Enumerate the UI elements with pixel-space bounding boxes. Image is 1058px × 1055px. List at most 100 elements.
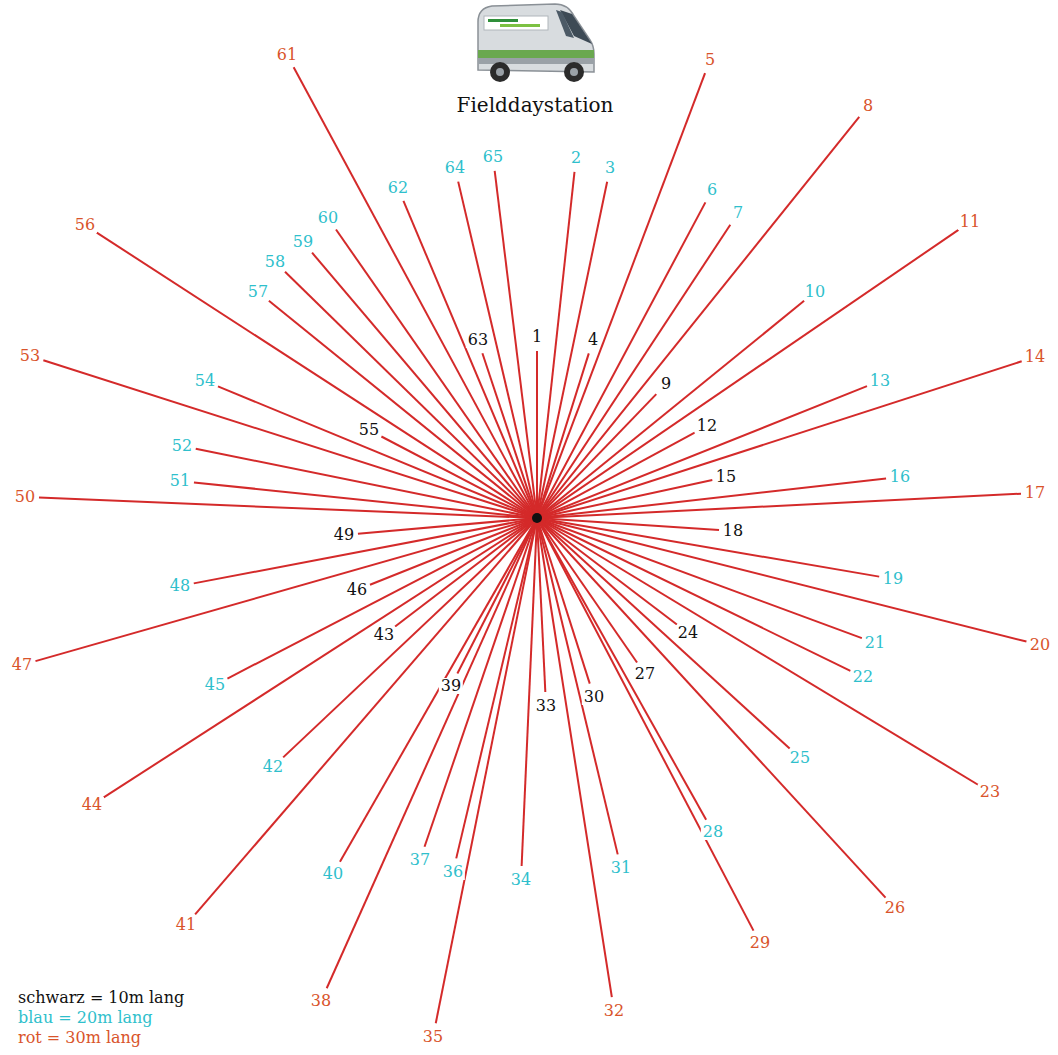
radial-number: 59 bbox=[291, 234, 315, 250]
radial-wire bbox=[537, 230, 958, 518]
radial-number: 56 bbox=[73, 217, 97, 233]
radial-number: 47 bbox=[10, 657, 34, 673]
radial-number: 12 bbox=[695, 418, 719, 434]
radial-number: 55 bbox=[357, 422, 381, 438]
radial-number: 19 bbox=[881, 571, 905, 587]
radial-wire bbox=[285, 272, 537, 518]
radial-number: 57 bbox=[246, 284, 270, 300]
radial-wire bbox=[536, 351, 538, 518]
radial-wire bbox=[537, 202, 705, 518]
radial-wire bbox=[537, 518, 850, 671]
van-icon bbox=[478, 4, 594, 82]
radial-wire bbox=[537, 518, 612, 997]
radial-number: 34 bbox=[509, 872, 533, 888]
radial-number: 33 bbox=[534, 698, 558, 714]
radial-wire bbox=[39, 498, 537, 518]
radial-number: 9 bbox=[659, 376, 673, 392]
radial-number: 8 bbox=[861, 98, 875, 114]
radial-number: 44 bbox=[80, 797, 104, 813]
radial-wire bbox=[43, 360, 537, 518]
feed-point bbox=[532, 513, 542, 523]
radial-wire bbox=[537, 518, 618, 854]
radial-wire bbox=[537, 182, 607, 518]
radial-wire bbox=[194, 518, 537, 583]
radial-number: 28 bbox=[701, 824, 725, 840]
radial-wire bbox=[458, 182, 537, 518]
radial-number: 30 bbox=[582, 689, 606, 705]
radial-number: 14 bbox=[1023, 349, 1047, 365]
radial-number: 7 bbox=[731, 205, 745, 221]
radial-wire bbox=[312, 253, 537, 518]
radial-number: 53 bbox=[18, 348, 42, 364]
radial-number: 41 bbox=[174, 917, 198, 933]
radial-number: 3 bbox=[603, 160, 617, 176]
radial-number: 32 bbox=[602, 1003, 626, 1019]
radial-wire bbox=[358, 518, 537, 534]
radial-number: 17 bbox=[1023, 485, 1047, 501]
radial-wire bbox=[537, 518, 862, 638]
radial-number: 29 bbox=[748, 935, 772, 951]
radial-wire bbox=[395, 518, 537, 626]
radial-wire bbox=[269, 301, 537, 518]
radial-number: 49 bbox=[332, 527, 356, 543]
radial-wire bbox=[537, 361, 1022, 518]
radial-number: 64 bbox=[443, 160, 467, 176]
radial-wire bbox=[537, 225, 730, 518]
radial-number: 52 bbox=[170, 438, 194, 454]
radial-number: 58 bbox=[263, 254, 287, 270]
legend-entry: rot = 30m lang bbox=[18, 1030, 141, 1046]
radial-number: 23 bbox=[978, 784, 1002, 800]
radial-number: 37 bbox=[408, 852, 432, 868]
radial-number: 27 bbox=[633, 666, 657, 682]
radial-number: 20 bbox=[1028, 637, 1052, 653]
radial-wire bbox=[104, 518, 537, 797]
radial-wire bbox=[537, 518, 978, 785]
radial-wire bbox=[537, 518, 590, 684]
radial-wire bbox=[537, 386, 867, 518]
radial-number: 36 bbox=[441, 864, 465, 880]
radial-number: 24 bbox=[676, 625, 700, 641]
radial-number: 11 bbox=[958, 214, 982, 230]
radial-number: 61 bbox=[275, 47, 299, 63]
radial-number: 62 bbox=[386, 180, 410, 196]
radial-number: 1 bbox=[530, 329, 544, 345]
radial-number: 40 bbox=[321, 866, 345, 882]
radial-number: 26 bbox=[883, 900, 907, 916]
radial-wire bbox=[537, 518, 790, 749]
radial-number: 65 bbox=[481, 149, 505, 165]
radial-number: 2 bbox=[569, 150, 583, 166]
radial-number: 35 bbox=[421, 1029, 445, 1045]
radial-number: 42 bbox=[261, 759, 285, 775]
radial-number: 22 bbox=[851, 669, 875, 685]
radial-number: 18 bbox=[721, 523, 745, 539]
radial-wire bbox=[194, 482, 537, 518]
radial-wire bbox=[456, 518, 537, 858]
radial-number: 21 bbox=[863, 635, 887, 651]
station-label: Fielddaystation bbox=[455, 95, 616, 115]
radial-wire bbox=[294, 67, 537, 518]
radial-number: 54 bbox=[193, 373, 217, 389]
radial-number: 16 bbox=[888, 469, 912, 485]
radial-wire bbox=[537, 301, 804, 518]
radial-wire bbox=[482, 353, 537, 518]
radial-number: 4 bbox=[586, 332, 600, 348]
radial-wire bbox=[537, 518, 886, 898]
radial-wire bbox=[97, 233, 537, 518]
radial-number: 39 bbox=[439, 678, 463, 694]
radial-wire bbox=[370, 518, 537, 585]
radial-number: 6 bbox=[705, 182, 719, 198]
radial-wire bbox=[537, 518, 545, 692]
radial-number: 10 bbox=[803, 284, 827, 300]
radial-wire bbox=[537, 518, 706, 820]
radial-number: 15 bbox=[714, 469, 738, 485]
radial-number: 48 bbox=[168, 578, 192, 594]
radial-number: 5 bbox=[703, 52, 717, 68]
radial-wire bbox=[537, 494, 1021, 518]
radial-number: 38 bbox=[309, 993, 333, 1009]
radial-wire bbox=[537, 480, 712, 518]
radial-number: 51 bbox=[168, 473, 192, 489]
radial-wire bbox=[537, 518, 637, 662]
radial-number: 50 bbox=[13, 489, 37, 505]
